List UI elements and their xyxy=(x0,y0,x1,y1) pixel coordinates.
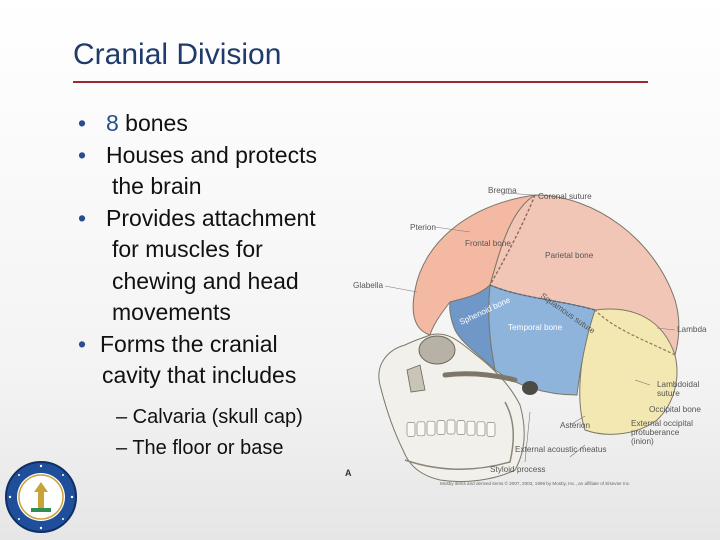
sphenoid-region xyxy=(449,283,496,372)
institution-seal-logo xyxy=(5,461,77,533)
sub-bullet-list: – Calvaria (skull cap) – The floor or ba… xyxy=(78,402,378,464)
label-lambdoidal-suture-1: Lambdoidal xyxy=(657,380,700,389)
figure-credit: Mosby items and derived items © 2007, 20… xyxy=(440,480,630,486)
bullet-line: the brain xyxy=(112,173,202,199)
label-temporal-bone: Temporal bone xyxy=(508,323,563,332)
bullet-dot: • xyxy=(78,141,87,168)
bone-count: 8 xyxy=(106,110,119,136)
sub-bullet-floor: – The floor or base xyxy=(116,436,284,459)
orbit xyxy=(418,335,456,365)
label-frontal-bone: Frontal bone xyxy=(465,239,511,248)
tooth xyxy=(486,422,496,437)
bullet-line: movements xyxy=(112,299,231,325)
bullet-item: • Provides attachment for muscles for ch… xyxy=(78,203,378,329)
bullet-dot: • xyxy=(78,330,87,357)
tooth xyxy=(476,421,486,437)
tooth xyxy=(426,420,436,436)
bullet-line: for muscles for xyxy=(112,236,263,262)
bullet-text: bones xyxy=(118,110,188,136)
tooth xyxy=(466,420,476,436)
bullet-line: Provides attachment xyxy=(106,204,316,231)
bullet-line: Houses and protects xyxy=(106,141,317,168)
bullet-line: Forms the cranial xyxy=(100,330,278,357)
teeth xyxy=(406,419,496,437)
label-asterion: Asterion xyxy=(560,421,590,430)
zygomatic-arch xyxy=(442,371,518,383)
tooth xyxy=(416,421,426,437)
frontal-region xyxy=(412,194,536,336)
label-styloid-process: Styloid process xyxy=(490,465,546,474)
label-lambdoidal-suture-2: suture xyxy=(657,389,680,398)
bullet-dot: • xyxy=(78,110,87,136)
bullet-item: • 8 bones xyxy=(78,108,378,140)
label-parietal-bone: Parietal bone xyxy=(545,251,594,260)
tooth xyxy=(406,422,416,437)
label-external-occipital-1: External occipital xyxy=(631,419,693,428)
label-glabella: Glabella xyxy=(353,281,383,290)
label-coronal-suture: Coronal suture xyxy=(538,192,592,201)
label-lambda: Lambda xyxy=(677,325,707,334)
nasal-cavity xyxy=(406,364,426,393)
label-external-occipital-2: protuberance xyxy=(631,428,680,437)
pointer-lines xyxy=(384,192,676,463)
label-pterion: Pterion xyxy=(410,223,436,232)
squamous-suture-line xyxy=(489,284,596,311)
bullet-item: • Houses and protects the brain xyxy=(78,140,378,203)
tooth xyxy=(446,419,456,435)
bullet-line: chewing and head xyxy=(112,267,299,294)
tooth xyxy=(456,420,466,435)
bullet-dot: • xyxy=(78,204,87,231)
label-external-acoustic-meatus: External acoustic meatus xyxy=(515,445,606,454)
panel-letter: A xyxy=(345,468,352,478)
bullet-line: cavity that includes xyxy=(102,362,297,388)
bullet-list: • 8 bones • Houses and protects the brai… xyxy=(78,108,378,464)
sub-bullet-calvaria: – Calvaria (skull cap) xyxy=(116,405,303,428)
title-divider xyxy=(73,81,648,83)
acoustic-meatus xyxy=(522,381,538,395)
label-occipital-bone: Occipital bone xyxy=(649,405,701,414)
coronal-suture-line xyxy=(489,194,536,286)
label-external-occipital-3: (inion) xyxy=(631,437,654,446)
mandible xyxy=(404,401,515,471)
slide-title: Cranial Division xyxy=(73,38,282,71)
bullet-item: • Forms the cranial cavity that includes xyxy=(78,329,378,392)
skull-lateral-illustration: Bregma Coronal suture Pterion Frontal bo… xyxy=(345,186,707,486)
label-bregma: Bregma xyxy=(488,186,517,195)
tooth xyxy=(436,420,446,435)
